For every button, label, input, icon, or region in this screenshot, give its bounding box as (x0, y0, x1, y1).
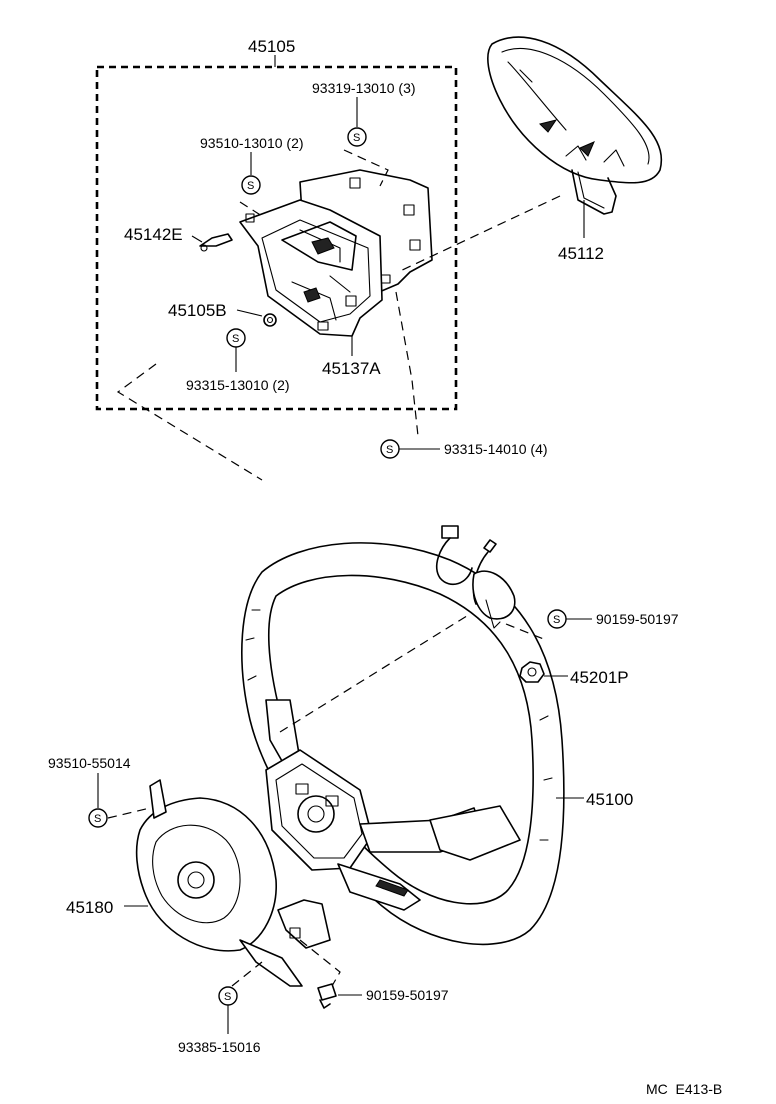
s-symbol-icon (88, 808, 108, 828)
s-symbol-text: S (386, 444, 393, 456)
dashed-leader-box-to-wheel (116, 363, 263, 481)
callout-90159-top: S 90159-50197 (505, 609, 679, 641)
label-45142E: 45142E (124, 225, 183, 244)
label-90159-top: 90159-50197 (596, 611, 679, 627)
label-93510-55014: 93510-55014 (48, 755, 131, 771)
s-symbol-text: S (94, 813, 101, 825)
part-45142E-pin: 45142E (124, 225, 233, 252)
label-45112: 45112 (558, 244, 604, 263)
part-45137A: 45137A (322, 336, 381, 378)
callout-93510-13010: 93510-13010 (2) S (200, 135, 304, 217)
label-93319: 93319-13010 (3) (312, 80, 416, 96)
label-45137A: 45137A (322, 359, 381, 378)
part-45112-horn-pad: 45112 (487, 36, 663, 263)
label-93315-14010: 93315-14010 (4) (444, 441, 548, 457)
s-symbol-icon (241, 175, 261, 195)
dashed-leader-center (279, 613, 471, 733)
callout-93315-14010: S 93315-14010 (4) (380, 291, 548, 459)
callout-90159-bottom: 90159-50197 (299, 939, 449, 1009)
part-45201P-nut: 45201P (519, 661, 629, 687)
label-93385-15016: 93385-15016 (178, 1039, 261, 1055)
pad-bracket-assembly (239, 169, 433, 337)
label-45105B: 45105B (168, 301, 227, 320)
label-45180: 45180 (66, 898, 113, 917)
label-93510-13010: 93510-13010 (2) (200, 135, 304, 151)
horn-wire-harness (435, 525, 516, 629)
s-symbol-text: S (232, 333, 239, 345)
s-symbol-text: S (247, 180, 254, 192)
part-45105B-nut: 45105B (168, 301, 277, 327)
label-93315-13010: 93315-13010 (2) (186, 377, 290, 393)
label-45100: 45100 (586, 790, 633, 809)
callout-93385-15016: S 93385-15016 (178, 961, 263, 1055)
s-symbol-text: S (224, 991, 231, 1003)
s-symbol-icon (347, 127, 367, 147)
assembly-label: 45105 (248, 37, 295, 56)
callout-93315-13010: S 93315-13010 (2) (186, 328, 290, 393)
drawing-code: MC E413-B (646, 1081, 722, 1097)
part-45100-steering-wheel: 45100 (241, 542, 633, 946)
label-90159-bottom: 90159-50197 (366, 987, 449, 1003)
s-symbol-text: S (353, 132, 360, 144)
part-45180-lower-cover: 45180 (66, 779, 331, 987)
assembly-box-45105: 45105 (95, 37, 458, 411)
s-symbol-text: S (553, 614, 560, 626)
callout-93319-13010: 93319-13010 (3) S (312, 80, 416, 187)
callout-93510-55014: 93510-55014 S (48, 755, 151, 828)
label-45201P: 45201P (570, 668, 629, 687)
